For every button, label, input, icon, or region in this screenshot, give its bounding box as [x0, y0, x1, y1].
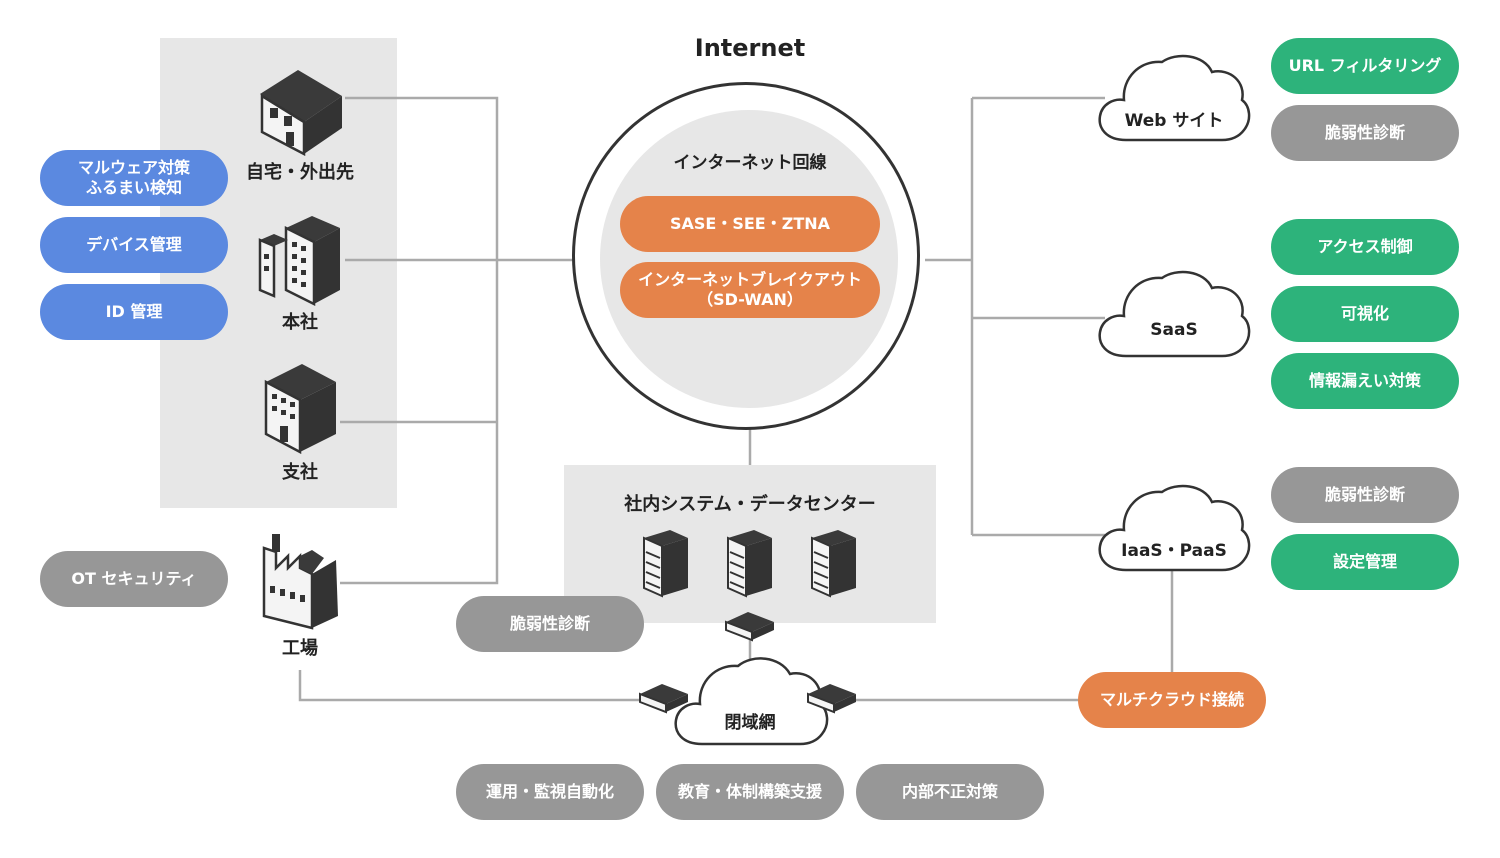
breakout-label-1: インターネットブレイクアウト: [638, 270, 862, 289]
iaas-vuln-pill: 脆弱性診断: [1271, 467, 1459, 523]
factory-line: [298, 670, 645, 702]
visibility-pill: 可視化: [1271, 286, 1459, 342]
insider-threat-label: 内部不正対策: [901, 782, 998, 801]
id-mgmt-label: ID 管理: [105, 302, 163, 321]
config-mgmt-label: 設定管理: [1332, 552, 1397, 571]
closed-switch-right-icon: [807, 684, 856, 714]
site-branch-label: 支社: [282, 462, 318, 483]
web-cloud-label: Web サイト: [1124, 111, 1224, 131]
education-pill: 教育・体制構築支援: [656, 764, 844, 820]
ops-automation-label: 運用・監視自動化: [485, 782, 614, 801]
internet-title: Internet: [694, 34, 806, 62]
house-icon: [260, 70, 342, 156]
site-hq-label: 本社: [282, 312, 318, 333]
web-cloud-icon: [1098, 54, 1251, 142]
office-building-icon: [258, 216, 340, 306]
closed-network-label: 閉域網: [724, 713, 776, 733]
device-mgmt-pill: デバイス管理: [40, 217, 228, 273]
ot-security-pill: OT セキュリティ: [40, 551, 228, 607]
malware-pill: マルウェア対策 ふるまい検知: [40, 150, 228, 206]
closed-switch-left-icon: [639, 684, 688, 714]
factory-icon: [262, 534, 338, 630]
sase-label: SASE・SEE・ZTNA: [669, 214, 831, 233]
iaas-cloud-label: IaaS・PaaS: [1121, 541, 1227, 561]
site-factory-label: 工場: [282, 638, 318, 659]
saas-cloud-label: SaaS: [1150, 320, 1198, 340]
home-line: [340, 96, 499, 585]
site-home-label: 自宅・外出先: [246, 162, 354, 183]
dc-vuln-label: 脆弱性診断: [509, 614, 590, 633]
id-mgmt-pill: ID 管理: [40, 284, 228, 340]
access-control-label: アクセス制御: [1317, 237, 1413, 256]
malware-label-2: ふるまい検知: [85, 178, 182, 197]
iaas-vuln-label: 脆弱性診断: [1324, 485, 1405, 504]
server-icon-2: [727, 530, 772, 598]
ops-automation-pill: 運用・監視自動化: [456, 764, 644, 820]
closed-network-cloud-icon: [674, 657, 829, 746]
breakout-pill: インターネットブレイクアウト （SD-WAN）: [620, 262, 880, 318]
branch-building-icon: [264, 364, 336, 454]
web-vuln-label: 脆弱性診断: [1324, 123, 1405, 142]
saas-cloud-icon: [1098, 270, 1251, 358]
multicloud-label: マルチクラウド接続: [1099, 690, 1244, 709]
sase-pill: SASE・SEE・ZTNA: [620, 196, 880, 252]
dc-switch-icon: [725, 612, 774, 642]
server-icon-3: [811, 530, 856, 598]
malware-label-1: マルウェア対策: [77, 158, 190, 177]
server-icon-1: [643, 530, 688, 598]
visibility-label: 可視化: [1340, 304, 1389, 323]
education-label: 教育・体制構築支援: [677, 782, 822, 801]
internet-inner-circle: [600, 110, 898, 408]
url-filtering-label: URL フィルタリング: [1288, 56, 1442, 75]
breakout-label-2: （SD-WAN）: [697, 290, 803, 309]
dc-vuln-pill: 脆弱性診断: [456, 596, 644, 652]
device-mgmt-label: デバイス管理: [86, 235, 182, 254]
url-filtering-pill: URL フィルタリング: [1271, 38, 1459, 94]
ot-security-label: OT セキュリティ: [71, 569, 197, 588]
multicloud-pill: マルチクラウド接続: [1078, 672, 1266, 728]
iaas-cloud-icon: [1098, 484, 1251, 572]
datacenter-title: 社内システム・データセンター: [624, 494, 876, 515]
leak-prevention-pill: 情報漏えい対策: [1271, 353, 1459, 409]
access-control-pill: アクセス制御: [1271, 219, 1459, 275]
web-vuln-pill: 脆弱性診断: [1271, 105, 1459, 161]
insider-threat-pill: 内部不正対策: [856, 764, 1044, 820]
internet-line-label: インターネット回線: [673, 153, 827, 173]
config-mgmt-pill: 設定管理: [1271, 534, 1459, 590]
leak-prevention-label: 情報漏えい対策: [1308, 371, 1421, 390]
